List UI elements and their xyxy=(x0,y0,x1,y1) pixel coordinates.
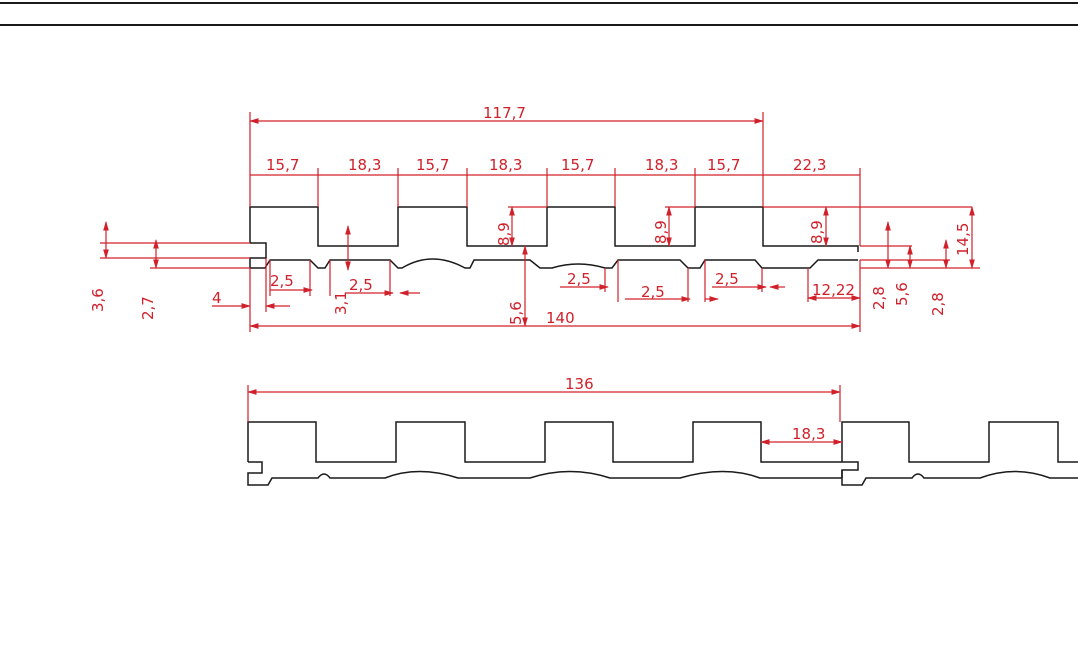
dim-bottom-groove-5: 2,5 xyxy=(715,270,739,288)
dim-assembly-groove: 18,3 xyxy=(792,425,825,443)
dim-bottom-groove-1: 2,5 xyxy=(270,272,294,290)
assembly-width-dim: 136 xyxy=(247,375,841,422)
dim-groove-depth-3: 8,9 xyxy=(808,220,826,244)
dim-seg-3: 15,7 xyxy=(416,156,449,174)
overall-width-dim: 140 xyxy=(249,260,861,332)
dim-overall-label: 117,7 xyxy=(483,104,526,122)
assembly-panel-1 xyxy=(247,421,859,478)
dim-right-height-b: 5,6 xyxy=(893,282,911,306)
dim-seg-5: 15,7 xyxy=(561,156,594,174)
top-dimension-chain: 117,7 15,7 18,3 15,7 18,3 15,7 18,3 15,7… xyxy=(249,104,861,246)
dim-right-height-a: 2,8 xyxy=(870,286,888,310)
dim-seg-1: 15,7 xyxy=(266,156,299,174)
dim-bottom-groove-3: 2,5 xyxy=(567,270,591,288)
profile-bottom-edge xyxy=(250,258,858,269)
tongue-dim: 4 xyxy=(212,258,290,312)
assembly-section xyxy=(247,421,1078,486)
bottom-groove-dims: 2,5 2,5 2,5 2,5 2,5 xyxy=(269,260,785,302)
dim-mid-height-2: 5,6 xyxy=(507,301,525,325)
dim-groove-depth-1: 8,9 xyxy=(495,222,513,246)
right-offset-dim: 12,22 xyxy=(807,268,861,302)
mid-height-dims: 3,1 5,6 xyxy=(332,225,528,327)
dim-seg-2: 18,3 xyxy=(348,156,381,174)
dim-right-height-c: 2,8 xyxy=(929,292,947,316)
dim-tongue-length: 4 xyxy=(212,289,222,307)
dim-seg-6: 18,3 xyxy=(645,156,678,174)
dim-seg-7: 15,7 xyxy=(707,156,740,174)
dim-mid-height-1: 3,1 xyxy=(332,291,350,315)
left-height-dims: 3,6 2,7 xyxy=(89,221,250,320)
dim-assembly-width: 136 xyxy=(565,375,594,393)
assembly-tongue xyxy=(247,461,842,486)
assembly-panel-2-bottom xyxy=(841,470,1078,486)
right-height-dim: 14,5 xyxy=(860,206,980,269)
dim-left-height-1: 3,6 xyxy=(89,288,107,312)
dim-right-offset: 12,22 xyxy=(812,281,855,299)
profile-section xyxy=(249,206,859,269)
right-small-dims: 2,8 5,6 2,8 xyxy=(860,221,950,316)
dim-seg-8: 22,3 xyxy=(793,156,826,174)
groove-depth-dims: 8,9 8,9 8,9 xyxy=(495,206,972,247)
dim-groove-depth-2: 8,9 xyxy=(652,220,670,244)
assembly-groove-dim: 18,3 xyxy=(760,425,843,445)
dim-overall-width: 140 xyxy=(546,309,575,327)
dim-left-height-2: 2,7 xyxy=(139,296,157,320)
dim-seg-4: 18,3 xyxy=(489,156,522,174)
assembly-panel-2 xyxy=(841,421,1078,463)
profile-top-edge xyxy=(249,206,859,252)
dim-right-height: 14,5 xyxy=(954,223,972,256)
profile-tongue xyxy=(249,242,267,268)
dim-bottom-groove-4: 2,5 xyxy=(641,283,665,301)
dim-bottom-groove-2: 2,5 xyxy=(349,276,373,294)
